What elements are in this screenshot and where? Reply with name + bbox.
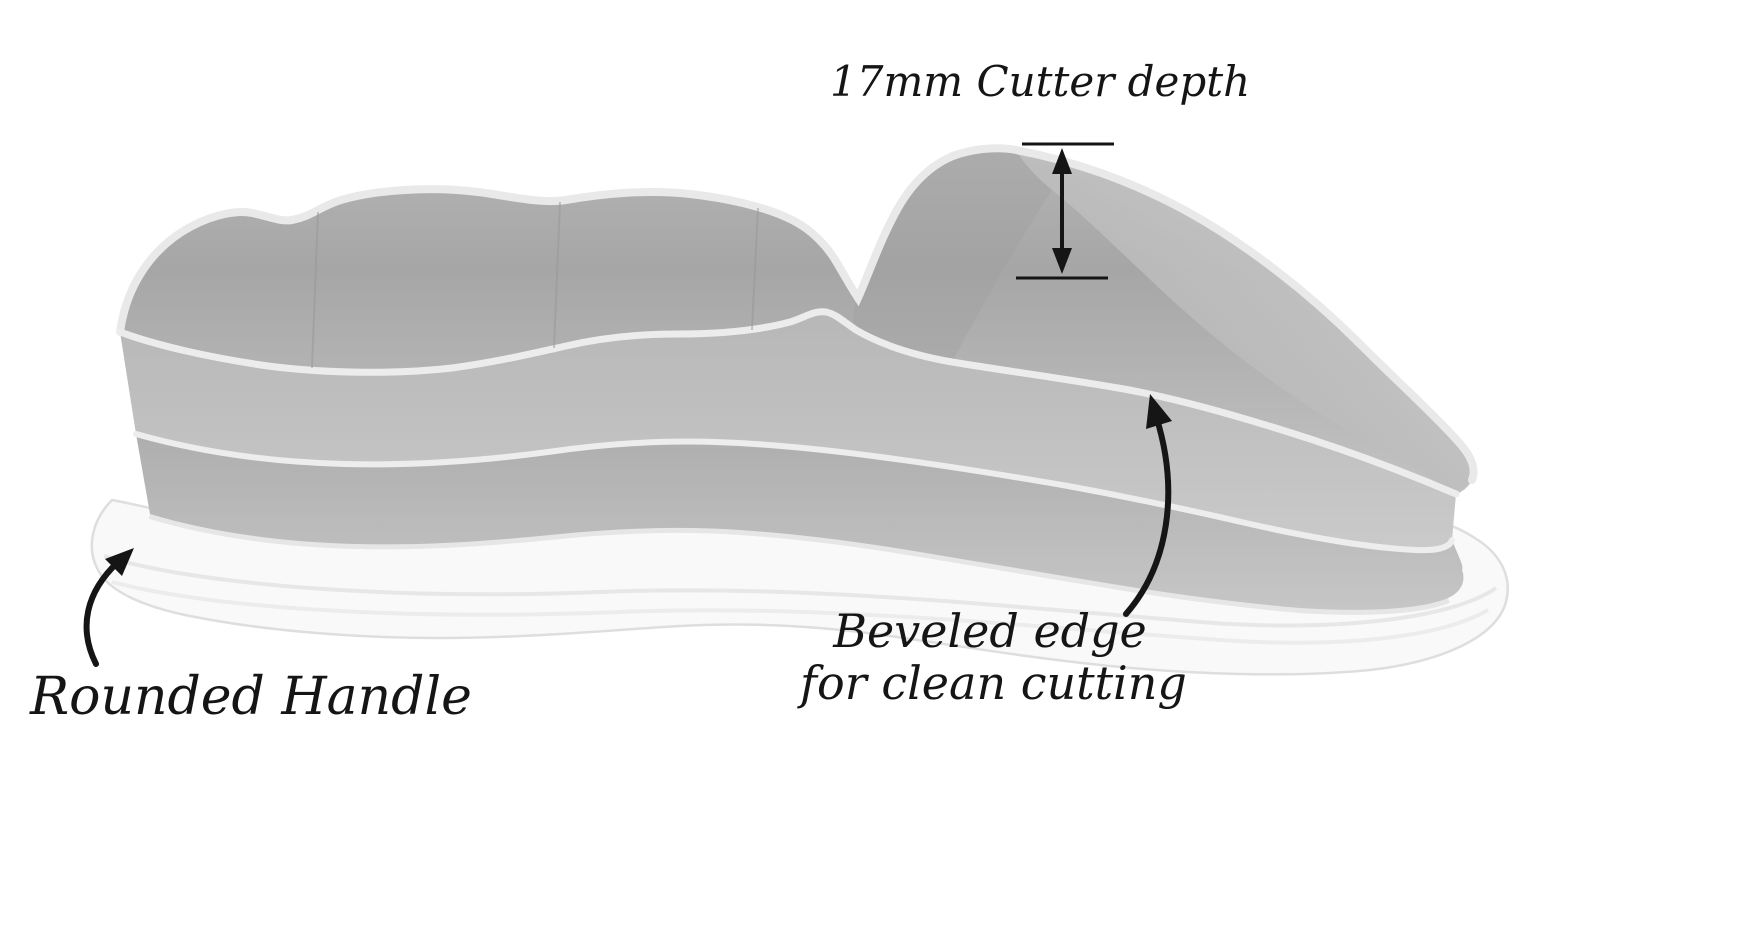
crease-line	[311, 211, 319, 369]
handle-arrow-curve	[83, 559, 121, 667]
rounded-handle-label: Rounded Handle	[30, 667, 472, 727]
near-wall-lower	[136, 434, 1464, 610]
beveled-edge-line1: Beveled edge	[833, 604, 1147, 658]
base-seam-1	[103, 554, 1498, 628]
depth-dimension	[1016, 142, 1114, 280]
top-rim-highlight	[116, 144, 1478, 484]
near-wall-upper	[120, 311, 1456, 551]
handle-arrow	[83, 548, 134, 667]
beveled-edge-line2: for clean cutting	[800, 655, 1187, 710]
base-seam-2	[111, 580, 1490, 645]
crease-line	[751, 207, 759, 331]
beveled-edge-label: Beveled edge for clean cutting	[800, 604, 1187, 710]
near-rim-highlight	[116, 308, 1460, 498]
wall-creases	[311, 201, 759, 369]
cutter-depth-label: 17mm Cutter depth	[830, 57, 1251, 106]
bevel-arrow-head	[1146, 394, 1172, 429]
bevel-arrow-curve	[1123, 413, 1172, 617]
crease-line	[553, 201, 561, 349]
mid-rim-highlight	[133, 431, 1455, 554]
handle-arrow-head	[105, 548, 134, 576]
dimension-arrow-head-up	[1052, 148, 1072, 174]
bevel-arrow	[1123, 394, 1172, 617]
right-sweep-sheen	[1016, 150, 1474, 494]
dimension-arrow-head-down	[1052, 248, 1072, 274]
